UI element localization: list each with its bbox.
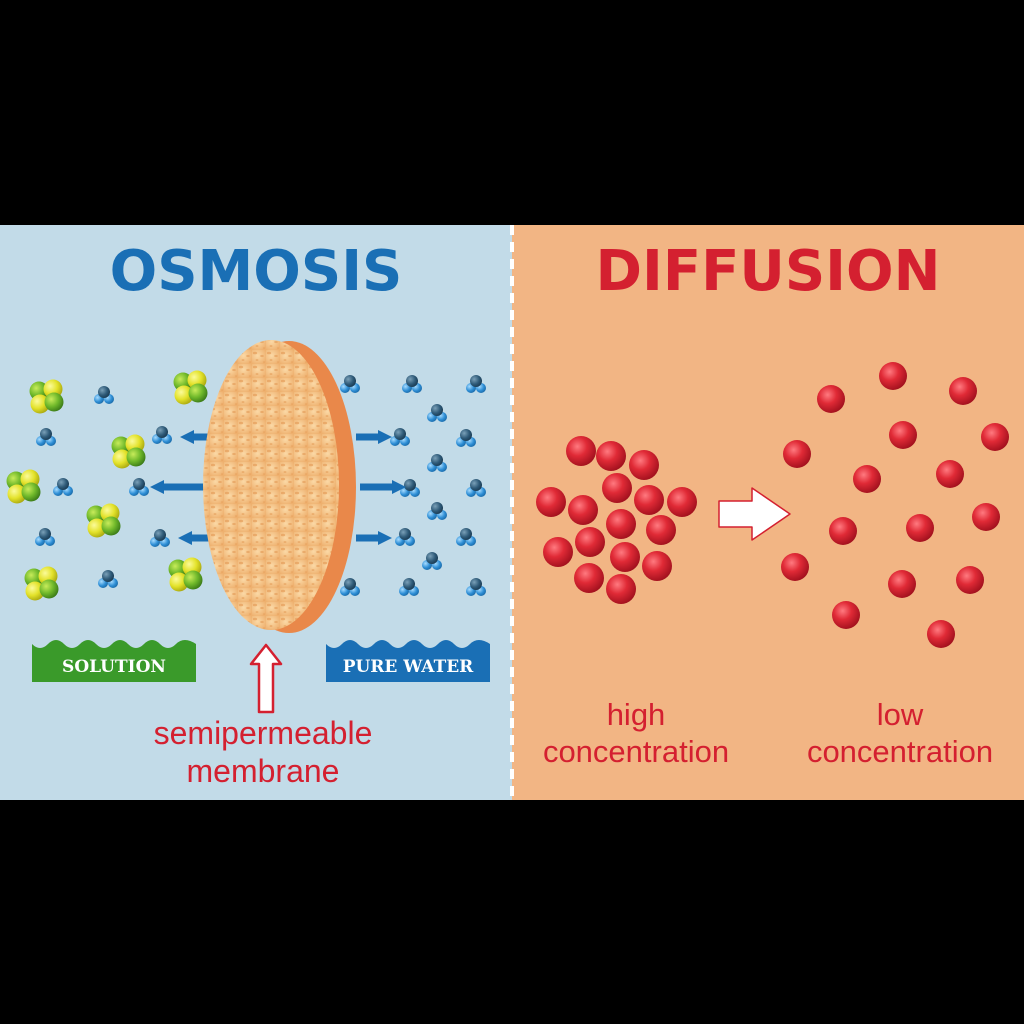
water-molecule bbox=[466, 479, 486, 497]
arrow-right-3 bbox=[356, 531, 392, 545]
diffusion-arrow bbox=[718, 487, 791, 541]
water-molecule bbox=[53, 478, 73, 496]
water-molecule bbox=[152, 426, 172, 444]
red-particle bbox=[646, 515, 676, 545]
red-particle bbox=[956, 566, 984, 594]
pure-water-band: PURE WATER bbox=[326, 640, 490, 682]
solute-cluster bbox=[168, 557, 203, 592]
red-particle bbox=[606, 574, 636, 604]
water-molecule bbox=[427, 404, 447, 422]
water-molecule bbox=[340, 375, 360, 393]
red-particle bbox=[972, 503, 1000, 531]
red-particle bbox=[575, 527, 605, 557]
high-concentration-particles bbox=[536, 436, 697, 604]
water-molecule bbox=[456, 528, 476, 546]
red-particle bbox=[981, 423, 1009, 451]
solute-cluster bbox=[86, 503, 121, 538]
solute-cluster bbox=[111, 434, 146, 469]
low-caption-line1: low bbox=[877, 697, 924, 732]
red-particle bbox=[566, 436, 596, 466]
arrow-right-2 bbox=[360, 480, 406, 494]
red-particle bbox=[634, 485, 664, 515]
membrane-caption-line2: membrane bbox=[187, 753, 340, 789]
water-molecule bbox=[456, 429, 476, 447]
red-particle bbox=[610, 542, 640, 572]
water-molecule bbox=[422, 552, 442, 570]
water-molecule bbox=[427, 454, 447, 472]
red-particle bbox=[602, 473, 632, 503]
low-concentration-particles bbox=[781, 362, 1009, 648]
water-molecule bbox=[94, 386, 114, 404]
red-particle bbox=[543, 537, 573, 567]
red-particle bbox=[574, 563, 604, 593]
red-particle bbox=[888, 570, 916, 598]
red-particle bbox=[596, 441, 626, 471]
red-particle bbox=[889, 421, 917, 449]
diffusion-title: DIFFUSION bbox=[596, 239, 941, 304]
arrow-right-1 bbox=[356, 430, 392, 444]
water-molecule bbox=[129, 478, 149, 496]
semipermeable-membrane bbox=[203, 340, 356, 633]
osmosis-title: OSMOSIS bbox=[110, 239, 403, 304]
high-caption-line1: high bbox=[607, 697, 666, 732]
water-molecule bbox=[35, 528, 55, 546]
red-particle bbox=[642, 551, 672, 581]
water-molecule bbox=[402, 375, 422, 393]
red-particle bbox=[817, 385, 845, 413]
red-particle bbox=[906, 514, 934, 542]
water-molecule bbox=[400, 479, 420, 497]
water-molecule bbox=[36, 428, 56, 446]
red-particle bbox=[832, 601, 860, 629]
pure-water-label: PURE WATER bbox=[343, 657, 474, 677]
water-molecule bbox=[427, 502, 447, 520]
red-particle bbox=[927, 620, 955, 648]
red-particle bbox=[936, 460, 964, 488]
red-particle bbox=[568, 495, 598, 525]
water-molecule bbox=[399, 578, 419, 596]
red-particle bbox=[629, 450, 659, 480]
red-particle bbox=[781, 553, 809, 581]
low-caption-line2: concentration bbox=[807, 734, 993, 769]
solute-cluster bbox=[24, 566, 59, 601]
water-molecule bbox=[390, 428, 410, 446]
water-molecule bbox=[340, 578, 360, 596]
red-particle bbox=[606, 509, 636, 539]
water-molecule bbox=[466, 578, 486, 596]
water-molecule bbox=[395, 528, 415, 546]
solute-cluster bbox=[6, 469, 41, 504]
red-particle bbox=[949, 377, 977, 405]
water-molecule bbox=[466, 375, 486, 393]
water-molecule bbox=[98, 570, 118, 588]
solute-molecules bbox=[6, 370, 208, 601]
membrane-pointer-arrow bbox=[249, 643, 283, 714]
red-particle bbox=[829, 517, 857, 545]
water-molecule bbox=[150, 529, 170, 547]
right-arrows bbox=[356, 430, 406, 545]
red-particle bbox=[667, 487, 697, 517]
high-caption-line2: concentration bbox=[543, 734, 729, 769]
red-particle bbox=[536, 487, 566, 517]
solute-cluster bbox=[173, 370, 208, 405]
solution-band: SOLUTION bbox=[32, 640, 196, 682]
red-particle bbox=[853, 465, 881, 493]
membrane-caption-line1: semipermeable bbox=[154, 715, 373, 751]
water-molecules bbox=[35, 375, 486, 596]
red-particle bbox=[879, 362, 907, 390]
solution-label: SOLUTION bbox=[62, 657, 166, 677]
solute-cluster bbox=[29, 379, 64, 414]
red-particle bbox=[783, 440, 811, 468]
